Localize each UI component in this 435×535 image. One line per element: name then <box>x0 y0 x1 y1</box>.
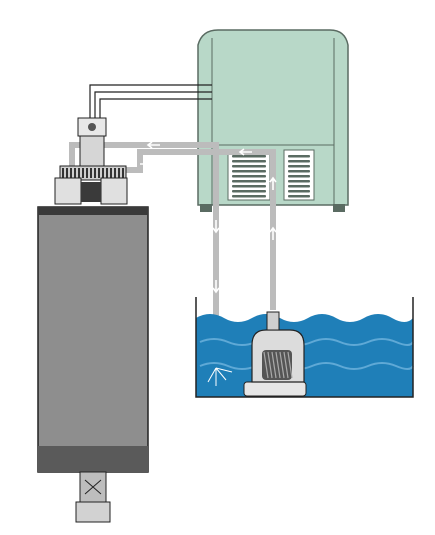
spindle-motor <box>37 117 149 523</box>
flow-arrow-down-1 <box>212 220 220 234</box>
gear-tooth <box>110 168 112 178</box>
vent-slot-right <box>288 160 310 163</box>
pump-grille-line <box>283 351 289 379</box>
gear-tooth <box>90 168 92 178</box>
inverter-foot-right <box>333 204 345 212</box>
pump-grille-line <box>279 351 285 379</box>
spindle-collet-nut <box>75 501 111 523</box>
gear-tooth <box>78 168 80 178</box>
water-wave-2 <box>199 362 414 370</box>
vent-slot-right <box>288 175 310 178</box>
spindle-fitting-center <box>81 182 101 202</box>
vent-slot-right <box>288 155 310 158</box>
vent-slot-left <box>232 160 266 163</box>
water-pump <box>243 311 307 397</box>
gear-tooth <box>106 168 108 178</box>
power-cable <box>89 84 212 118</box>
pump-grille-line <box>287 351 293 379</box>
spindle-gear-ring <box>59 165 127 181</box>
inverter-cabinet <box>197 29 349 212</box>
pump-base <box>243 381 307 397</box>
spindle-neck <box>79 135 105 167</box>
gear-tooth <box>118 168 120 178</box>
return-pipe <box>69 142 219 345</box>
spindle-fitting-left <box>54 177 82 205</box>
vent-slot-left <box>232 185 266 188</box>
water-splash <box>207 367 233 386</box>
vent-slot-left <box>232 190 266 193</box>
gear-tooth <box>122 168 124 178</box>
splash-line-3 <box>215 367 227 381</box>
spindle-body-bottom-band <box>38 446 148 472</box>
gear-tooth <box>82 168 84 178</box>
power-cable-wire-3 <box>99 98 212 118</box>
pump-grille-line <box>271 351 277 379</box>
vent-slot-left <box>232 175 266 178</box>
spindle-body-top-band <box>38 207 148 215</box>
spindle-shaft-x-mark <box>84 479 102 495</box>
splash-line-4 <box>215 367 233 373</box>
gear-tooth <box>114 168 116 178</box>
gear-tooth <box>94 168 96 178</box>
vent-slot-left <box>232 180 266 183</box>
flow-arrow-top-left <box>146 141 160 149</box>
pump-grille-line <box>263 351 269 379</box>
vent-slot-right <box>288 195 310 198</box>
gear-tooth <box>62 168 64 178</box>
flow-arrow-down-2 <box>212 280 220 294</box>
flow-arrow-lower <box>140 160 156 168</box>
cooling-pipes <box>69 142 276 345</box>
vent-slot-right <box>288 170 310 173</box>
vent-slot-left <box>232 170 266 173</box>
supply-pipe <box>118 149 276 310</box>
vent-slot-left <box>232 155 266 158</box>
spindle-body <box>37 206 149 473</box>
vent-slot-right <box>288 180 310 183</box>
gear-tooth <box>102 168 104 178</box>
pump-grille-line <box>267 351 273 379</box>
gear-tooth <box>86 168 88 178</box>
spindle-gear-teeth <box>62 168 124 178</box>
pump-outlet <box>266 311 280 331</box>
flow-arrows <box>140 141 277 294</box>
power-cable-wire-2 <box>94 91 212 118</box>
inverter-foot-left <box>200 204 212 212</box>
gear-tooth <box>98 168 100 178</box>
vent-slot-right <box>288 185 310 188</box>
splash-line-1 <box>207 367 217 383</box>
pump-grille-line <box>275 351 281 379</box>
spindle-terminal-bolt <box>88 123 96 131</box>
flow-arrow-top-right <box>238 148 252 156</box>
power-cable-wire-1 <box>89 84 212 118</box>
water-wave-1 <box>199 338 414 346</box>
vent-slot-left <box>232 195 266 198</box>
flow-arrow-up-2 <box>269 176 277 190</box>
gear-tooth <box>70 168 72 178</box>
spindle-fitting-right <box>100 177 128 205</box>
flow-arrow-up-1 <box>269 226 277 240</box>
vent-slot-right <box>288 165 310 168</box>
pump-grille-lines <box>263 351 293 379</box>
vent-slot-right <box>288 190 310 193</box>
vent-slot-left <box>232 165 266 168</box>
gear-tooth <box>66 168 68 178</box>
gear-tooth <box>74 168 76 178</box>
water-tank-outline <box>195 297 414 398</box>
vent-slots <box>232 155 310 198</box>
